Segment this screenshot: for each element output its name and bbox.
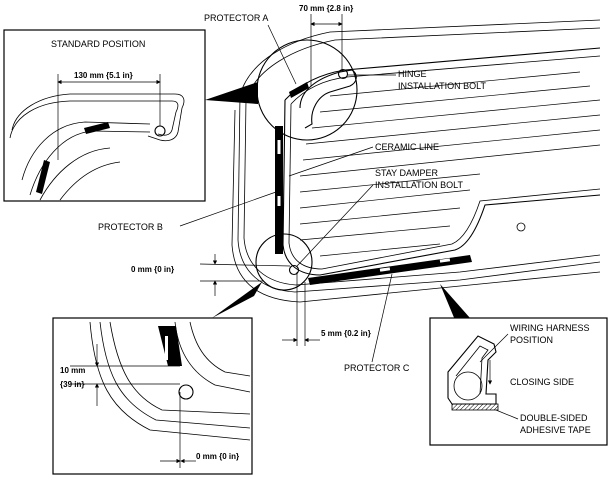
protector-a-label: PROTECTOR A xyxy=(204,13,268,23)
dim-five-text: 5 mm {0.2 in} xyxy=(321,329,371,338)
main-glass-view xyxy=(231,19,601,303)
wiring-harness-leader xyxy=(479,333,509,363)
dim-ten-text-1: 10 mm xyxy=(60,366,85,375)
protector-b-strip xyxy=(275,126,283,254)
tape-leader xyxy=(495,409,519,420)
stay-damper-detail-panel: 10 mm {39 in} 0 mm {0 in} xyxy=(52,317,253,475)
dim-detail-zero-text: 0 mm {0 in} xyxy=(196,452,239,461)
protector-a-leader xyxy=(267,24,297,85)
hinge-label-1: HINGE xyxy=(398,69,427,79)
dim-left-zero-text: 0 mm {0 in} xyxy=(131,265,174,274)
dim-five: 5 mm {0.2 in} xyxy=(282,272,371,346)
stay-damper-label-1: STAY DAMPER xyxy=(375,168,439,178)
dim-top-70mm: 70 mm {2.8 in} xyxy=(299,4,353,86)
standard-position-panel: STANDARD POSITION 130 mm {5.1 in} xyxy=(3,29,206,202)
stay-detail-pointer xyxy=(212,282,262,318)
wiring-harness-label-1: WIRING HARNESS xyxy=(510,323,590,333)
protector-c-label: PROTECTOR C xyxy=(344,363,410,373)
dim-standard-text: 130 mm {5.1 in} xyxy=(74,71,133,80)
dim-top-text: 70 mm {2.8 in} xyxy=(299,4,353,13)
protector-c-section-panel: WIRING HARNESS POSITION CLOSING SIDE DOU… xyxy=(429,317,608,446)
protector-c-strip xyxy=(308,255,472,285)
wiring-harness-label-2: POSITION xyxy=(510,335,553,345)
tape-label-2: ADHESIVE TAPE xyxy=(520,425,591,435)
glass-reflection-lines xyxy=(299,71,601,257)
tape-label-1: DOUBLE-SIDED xyxy=(520,413,588,423)
closing-side-label: CLOSING SIDE xyxy=(510,377,574,387)
ceramic-line-leader xyxy=(288,146,374,177)
hinge-label-2: INSTALLATION BOLT xyxy=(398,81,487,91)
stay-damper-leader xyxy=(296,184,374,267)
dim-ten-text-2: {39 in} xyxy=(60,380,84,389)
dim-left-zero: 0 mm {0 in} xyxy=(131,254,291,296)
stay-damper-label-2: INSTALLATION BOLT xyxy=(375,180,464,190)
protector-b-leader xyxy=(179,191,277,227)
standard-position-title: STANDARD POSITION xyxy=(51,39,145,49)
ceramic-line-label: CERAMIC LINE xyxy=(375,142,439,152)
standard-position-pointer xyxy=(205,82,258,104)
protector-a-strip xyxy=(289,82,309,98)
stay-detail-circle xyxy=(255,233,313,291)
protector-c-detail-pointer xyxy=(440,284,470,320)
protector-b-label: PROTECTOR B xyxy=(98,222,163,232)
protector-c-leader xyxy=(371,273,393,363)
